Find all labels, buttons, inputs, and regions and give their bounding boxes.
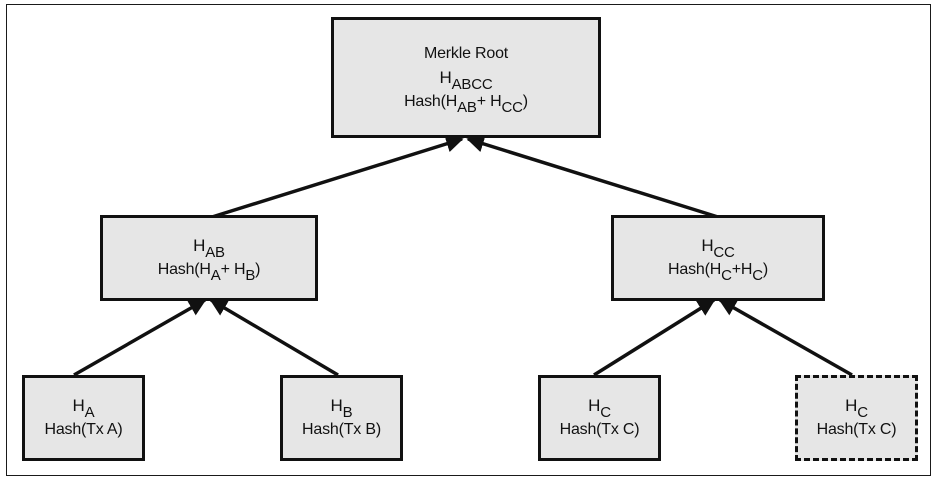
hc-tx-hash: Hash(Tx C): [559, 421, 640, 438]
root-title: Merkle Root: [423, 44, 509, 62]
edge-ab-to-root: [211, 135, 464, 219]
node-hcc: HCC Hash(HC+HC): [611, 215, 825, 301]
ha-hash-label: HA: [72, 396, 95, 421]
hb-hash-label: HB: [330, 396, 353, 421]
hab-hash-formula: Hash(HA+ HB): [157, 261, 261, 284]
node-hc-duplicate: HC Hash(Tx C): [795, 375, 918, 461]
node-hab: HAB Hash(HA+ HB): [100, 215, 318, 301]
node-ha: HA Hash(Tx A): [22, 375, 145, 461]
root-hash-label: HABCC: [439, 67, 493, 93]
node-hb: HB Hash(Tx B): [280, 375, 403, 461]
ha-tx-hash: Hash(Tx A): [44, 421, 123, 438]
edge-b-to-ab: [209, 298, 339, 377]
hab-hash-label: HAB: [193, 236, 225, 261]
hcc-hash-label: HCC: [701, 236, 735, 261]
edge-cc-to-root: [466, 135, 719, 219]
node-hc: HC Hash(Tx C): [538, 375, 661, 461]
hc-dup-hash-label: HC: [845, 396, 868, 421]
edge-c-to-cc: [593, 298, 716, 377]
hc-hash-label: HC: [588, 396, 611, 421]
hcc-hash-formula: Hash(HC+HC): [668, 261, 768, 284]
diagram-frame: [6, 4, 931, 476]
hb-tx-hash: Hash(Tx B): [302, 421, 381, 438]
merkle-root-node: Merkle Root HABCC Hash(HAB+ HCC): [331, 17, 601, 138]
root-hash-formula: Hash(HAB+ HCC): [404, 92, 528, 116]
edge-a-to-ab: [73, 298, 207, 377]
hc-dup-tx-hash: Hash(Tx C): [816, 421, 897, 438]
edge-cdup-to-cc: [718, 298, 853, 377]
